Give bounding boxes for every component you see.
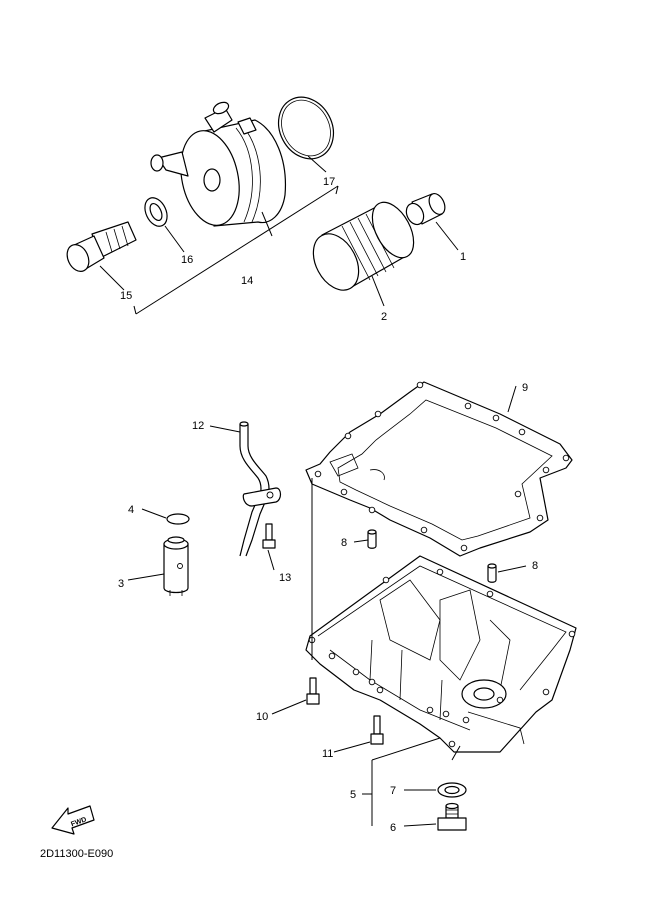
callout-3: 3: [118, 578, 124, 590]
diagram-code: 2D11300-E090: [40, 848, 113, 860]
callout-8a: 8: [341, 537, 347, 549]
oil-pan-body: [305, 555, 577, 753]
callout-labels: 1 2 3 4 5 6 7 8 8 9 10 11 12 13 14 15 16…: [118, 176, 538, 834]
part-3-relief-valve: [163, 536, 189, 596]
callout-12: 12: [192, 420, 204, 432]
callout-10: 10: [256, 711, 268, 723]
part-10-bolt: [306, 677, 320, 705]
part-12-oil-pipe: [239, 421, 282, 557]
part-6-drain-bolt: [437, 802, 467, 831]
callout-13: 13: [279, 572, 291, 584]
callout-6: 6: [390, 822, 396, 834]
part-7-gasket: [437, 782, 467, 798]
callout-9: 9: [522, 382, 528, 394]
top-leader-lines: [99, 155, 459, 315]
bottom-leader-lines: [127, 385, 527, 827]
part-2-oil-filter: [312, 201, 415, 291]
part-15-union-bolt: [66, 221, 137, 272]
callout-11: 11: [322, 748, 333, 760]
part-16-gasket: [144, 197, 168, 227]
callout-17: 17: [323, 176, 335, 188]
callout-8b: 8: [532, 560, 538, 572]
part-8-dowel-pin-a: [367, 529, 377, 549]
part-8-dowel-pin-b: [487, 563, 497, 583]
part-9-gasket: [305, 381, 573, 557]
callout-4: 4: [128, 504, 134, 516]
callout-7: 7: [390, 785, 396, 797]
callout-1: 1: [460, 251, 466, 263]
part-1-union-bolt: [405, 193, 446, 226]
fwd-arrow-icon: FWD: [51, 805, 95, 835]
callout-16: 16: [181, 254, 193, 266]
part-17-o-ring: [277, 96, 335, 160]
callout-2: 2: [381, 311, 387, 323]
part-11-bolt: [370, 715, 384, 745]
callout-5: 5: [350, 789, 356, 801]
callout-14: 14: [241, 275, 253, 287]
callout-15: 15: [120, 290, 132, 302]
part-13-bolt: [262, 523, 276, 549]
part-4-o-ring: [166, 513, 190, 525]
part-14-oil-cooler: [150, 101, 287, 227]
